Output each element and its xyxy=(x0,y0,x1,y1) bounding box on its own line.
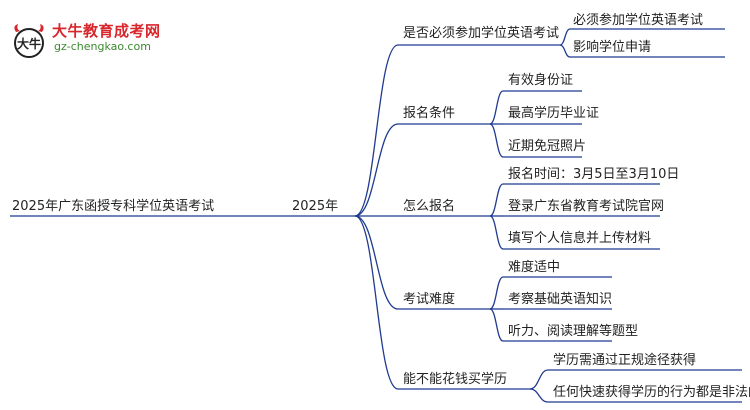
leaf-basic-english: 考察基础英语知识 xyxy=(508,292,613,307)
branch-exam-difficulty: 考试难度 xyxy=(403,292,456,307)
logo-mark-text: 大牛 xyxy=(17,36,41,51)
mindmap-center: 2025年 xyxy=(292,199,339,214)
leaf-recent-photo: 近期免冠照片 xyxy=(508,139,587,154)
branch-4-to-leaf-0 xyxy=(529,369,549,390)
branch-0-to-leaf-1 xyxy=(559,44,571,58)
leaf-moderate-difficulty: 难度适中 xyxy=(508,260,561,275)
leaf-valid-id: 有效身份证 xyxy=(508,73,574,88)
leaf-fast-degree-illegal: 任何快速获得学历的行为都是非法的 xyxy=(553,385,750,400)
logo-brand: 大牛教育成考网 xyxy=(52,22,161,40)
mindmap-root: 2025年广东函授专科学位英语考试 xyxy=(12,199,215,214)
center-to-branch-1 xyxy=(354,123,399,217)
branch-2-to-leaf-0 xyxy=(489,183,504,217)
leaf-formal-channels: 学历需通过正规途径获得 xyxy=(553,353,697,368)
branch-4-to-leaf-1 xyxy=(529,388,549,403)
branch-3-to-leaf-0 xyxy=(489,276,504,310)
leaf-highest-diploma: 最高学历毕业证 xyxy=(508,106,600,121)
logo-url: gz-chengkao.com xyxy=(54,40,151,53)
center-to-branch-4 xyxy=(354,215,399,390)
branch-2-to-leaf-2 xyxy=(489,215,504,250)
leaf-registration-time: 报名时间：3月5日至3月10日 xyxy=(508,167,680,182)
leaf-question-types: 听力、阅读理解等题型 xyxy=(508,324,639,339)
site-logo[interactable]: 大牛 大牛教育成考网 gz-chengkao.com xyxy=(10,20,180,60)
leaf-fill-info-upload: 填写个人信息并上传材料 xyxy=(508,231,652,246)
branch-3-to-leaf-2 xyxy=(489,308,504,342)
branch-registration-conditions: 报名条件 xyxy=(403,106,456,121)
branch-1-to-leaf-2 xyxy=(489,123,504,158)
branch-0-to-leaf-0 xyxy=(559,28,571,46)
branch-1-to-leaf-0 xyxy=(489,90,504,125)
branch-how-to-register: 怎么报名 xyxy=(403,199,456,214)
leaf-official-website: 登录广东省教育考试院官网 xyxy=(508,199,665,214)
center-to-branch-0 xyxy=(354,44,399,217)
branch-buy-degree: 能不能花钱买学历 xyxy=(403,372,508,387)
leaf-affects-degree-application: 影响学位申请 xyxy=(573,40,652,55)
ox-logo-icon: 大牛 xyxy=(14,24,44,58)
center-to-branch-3 xyxy=(354,215,399,310)
leaf-must-take-exam: 必须参加学位英语考试 xyxy=(573,13,704,28)
branch-degree-exam-required: 是否必须参加学位英语考试 xyxy=(403,26,560,41)
